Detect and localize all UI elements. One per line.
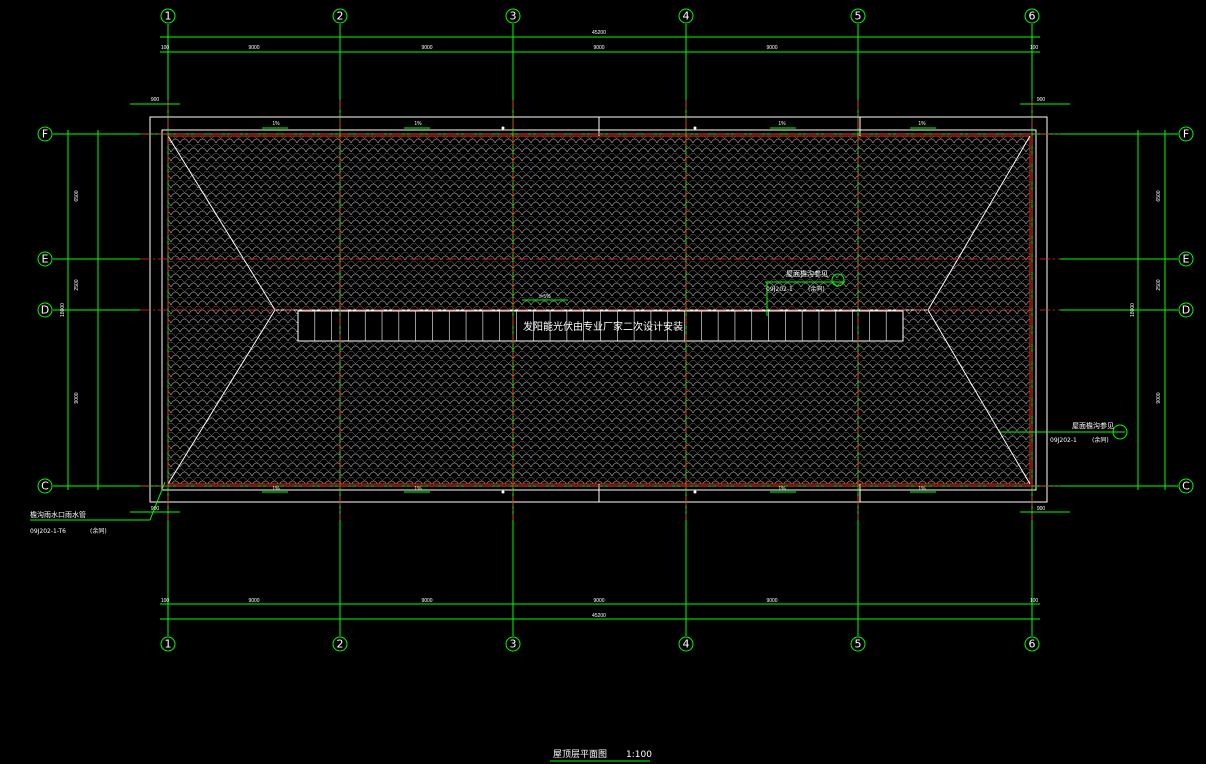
slope-label: 1% — [778, 121, 786, 127]
dim-bottom-seg: 9000 — [421, 598, 432, 604]
axis-bubbles-left: F E D C — [37, 126, 53, 494]
center-lines — [140, 100, 1060, 520]
axis-bubbles-top: 1 2 3 4 5 6 — [160, 8, 1040, 24]
dim-top-total: 45200 — [592, 30, 606, 36]
axis-label-col: 6 — [1029, 10, 1036, 23]
slope-label: 1% — [272, 486, 280, 492]
solar-panel-strip — [297, 310, 904, 342]
axis-label-row: F — [42, 128, 48, 141]
eave-note-2-title: 屋面檐沟参见 — [1072, 421, 1114, 430]
axis-label-col: 1 — [165, 638, 172, 651]
drawing-title: 屋顶层平面图 1:100 — [550, 749, 652, 762]
dim-bottom-seg: 100 — [1030, 598, 1039, 604]
downpipe-ref: 09J202-1-T6 — [30, 528, 66, 535]
eave-note-1: 屋面檐沟参见 09J202-1 (余同) — [765, 269, 845, 316]
dim-corner: 900 — [1037, 97, 1046, 103]
slope-label: 1% — [414, 121, 422, 127]
slope-label: 1% — [778, 486, 786, 492]
dim-bottom-seg: 9000 — [766, 598, 777, 604]
axis-label-row: C — [41, 480, 49, 493]
drawing-title-scale: 1:100 — [626, 750, 652, 760]
dim-top-seg: 9000 — [248, 45, 259, 51]
dim-bottom-total: 45200 — [592, 613, 606, 619]
downpipe-note: 檐沟雨水口雨水管 09J202-1-T6 (余同) — [30, 481, 166, 535]
dim-right-seg: 2500 — [1156, 279, 1162, 290]
axis-bubbles-right: F E D C — [1178, 126, 1194, 494]
dim-right-total: 18000 — [1130, 303, 1136, 317]
eave-note-2-suffix: (余同) — [1092, 436, 1109, 444]
slope-label: 1% — [414, 486, 422, 492]
axis-label-col: 3 — [510, 638, 517, 651]
dim-left-seg: 6500 — [74, 190, 80, 201]
downpipe-suffix: (余同) — [90, 527, 107, 535]
axis-label-row: D — [1182, 304, 1190, 317]
dim-right-seg: 9000 — [1156, 392, 1162, 403]
dim-bottom-seg: 100 — [161, 598, 170, 604]
dim-bottom-seg: 9000 — [248, 598, 259, 604]
axis-label-col: 5 — [855, 638, 862, 651]
dimension-bottom: 100 9000 9000 9000 9000 100 45200 — [160, 598, 1040, 620]
dim-top-seg: 9000 — [593, 45, 604, 51]
eave-note-2: 屋面檐沟参见 09J202-1 (余同) — [1000, 421, 1128, 444]
dimension-sides: 6500 2500 9000 18000 6500 2500 9000 1800… — [60, 130, 1166, 490]
mid-slope-mark: i=5% — [522, 294, 568, 301]
eave-note-1-ref: 09J202-1 — [766, 286, 793, 293]
dim-corner: 900 — [151, 506, 160, 512]
downpipe-title: 檐沟雨水口雨水管 — [30, 510, 86, 519]
dim-right-seg: 6500 — [1156, 190, 1162, 201]
axis-label-col: 4 — [683, 10, 690, 23]
roof-slope-label: i=5% — [539, 294, 551, 300]
eave-note-1-suffix: (余同) — [808, 285, 825, 293]
axis-label-col: 1 — [165, 10, 172, 23]
axis-bubbles-bottom: 1 2 3 4 5 6 — [160, 636, 1040, 652]
axis-label-col: 6 — [1029, 638, 1036, 651]
dim-left-seg: 9000 — [74, 392, 80, 403]
axis-label-row: D — [41, 304, 49, 317]
axis-label-col: 2 — [337, 638, 344, 651]
dim-top-seg: 9000 — [766, 45, 777, 51]
dim-corner: 900 — [1037, 506, 1046, 512]
eave-note-2-ref: 09J202-1 — [1050, 437, 1077, 444]
dimension-top: 45200 100 9000 9000 9000 9000 100 — [160, 30, 1040, 53]
slope-arrows: 1% 1% 1% 1% 1% 1% 1% 1% — [262, 121, 936, 494]
axis-label-col: 4 — [683, 638, 690, 651]
eave-note-1-title: 屋面檐沟参见 — [786, 269, 828, 278]
axis-label-row: E — [1183, 253, 1190, 266]
slope-label: 1% — [918, 121, 926, 127]
drawing-title-name: 屋顶层平面图 — [553, 749, 607, 760]
axis-label-col: 5 — [855, 10, 862, 23]
axis-label-row: C — [1182, 480, 1190, 493]
dim-top-seg: 100 — [161, 45, 170, 51]
dim-top-seg: 9000 — [421, 45, 432, 51]
dim-bottom-seg: 9000 — [593, 598, 604, 604]
dim-corner: 900 — [151, 97, 160, 103]
axis-label-row: F — [1183, 128, 1189, 141]
axis-label-col: 3 — [510, 10, 517, 23]
dim-left-seg: 2500 — [74, 279, 80, 290]
dim-top-seg: 100 — [1030, 45, 1039, 51]
ridge-annotation: 发阳能光伏由专业厂家二次设计安装 — [523, 320, 683, 333]
axis-label-row: E — [42, 253, 49, 266]
dim-left-total: 18000 — [60, 303, 66, 317]
solar-note: 发阳能光伏由专业厂家二次设计安装 — [523, 320, 683, 333]
axis-label-col: 2 — [337, 10, 344, 23]
corner-dimensions: 900 900 900 900 — [130, 97, 1070, 513]
slope-label: 1% — [272, 121, 280, 127]
slope-label: 1% — [918, 486, 926, 492]
